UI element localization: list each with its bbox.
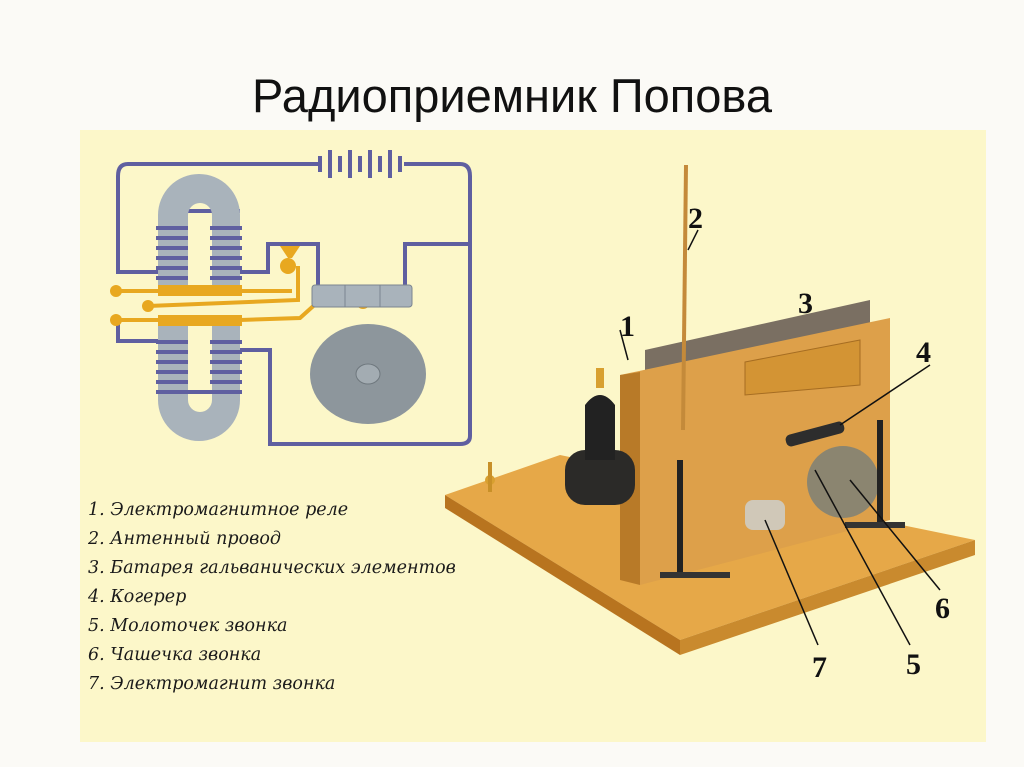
popov-receiver-illustration	[445, 164, 975, 655]
battery-icon	[318, 150, 402, 178]
legend-item: 2. Антенный провод	[88, 529, 281, 549]
callout-7: 7	[812, 651, 827, 684]
legend-item: 1. Электромагнитное реле	[88, 500, 349, 520]
legend: 1. Электромагнитное реле 2. Антенный про…	[88, 496, 456, 699]
relay-magnet-icon	[156, 174, 242, 441]
legend-item: 6. Чашечка звонка	[88, 645, 262, 665]
callout-2: 2	[688, 202, 703, 235]
callout-4: 4	[916, 336, 931, 369]
bell-cup-icon	[310, 324, 426, 424]
diagram-panel: 1 2 3 4 5 6 7	[80, 130, 986, 742]
slide-title: Радиоприемник Попова	[252, 69, 772, 122]
callout-1: 1	[620, 310, 635, 343]
legend-item: 7. Электромагнит звонка	[88, 674, 336, 694]
callout-6: 6	[935, 592, 950, 625]
callout-5: 5	[906, 648, 921, 681]
callout-3: 3	[798, 287, 813, 320]
legend-item: 4. Когерер	[88, 587, 187, 607]
coherer-icon	[311, 284, 413, 308]
legend-item: 5. Молоточек звонка	[88, 616, 288, 636]
legend-item: 3. Батарея гальванических элементов	[88, 558, 456, 578]
